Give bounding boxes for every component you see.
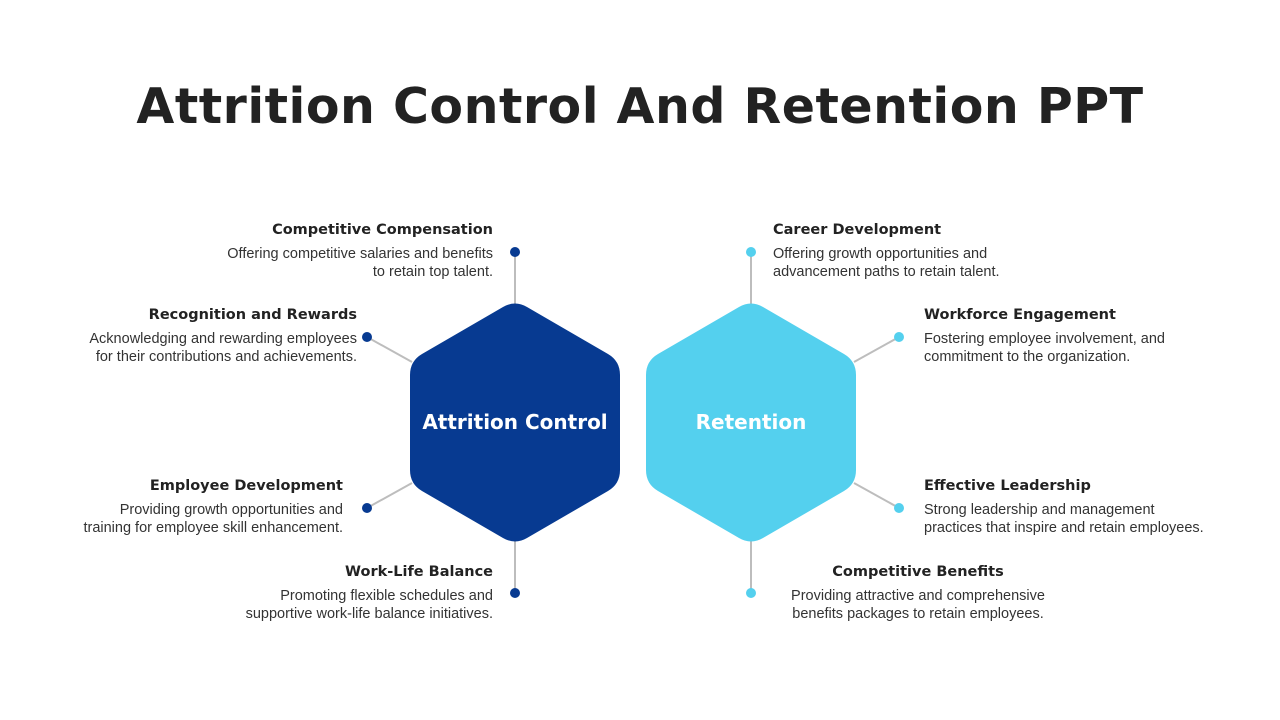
dot-right-lower — [894, 503, 904, 513]
item-description-line-1: Offering competitive salaries and benefi… — [227, 246, 493, 262]
hexagon-label-attrition-control: Attrition Control — [422, 410, 607, 434]
slide-title: Attrition Control And Retention PPT — [136, 78, 1144, 135]
hexagon-attrition-control — [410, 303, 620, 542]
item-description-line-1: Fostering employee involvement, and — [924, 331, 1165, 347]
dot-right-bottom — [746, 588, 756, 598]
item-description-line-2: practices that inspire and retain employ… — [924, 520, 1204, 536]
item-description-line-2: for their contributions and achievements… — [95, 349, 357, 365]
connector-lines — [366, 252, 900, 593]
hexagon-label-retention: Retention — [696, 410, 807, 434]
connector-left-lower — [366, 482, 413, 509]
item-heading: Career Development — [773, 222, 942, 238]
item-description-line-1: Acknowledging and rewarding employees — [89, 331, 357, 347]
item-heading: Employee Development — [149, 478, 343, 494]
item-description-line-2: commitment to the organization. — [924, 349, 1131, 365]
item-competitive-benefits: Competitive Benefits Providing attractiv… — [728, 564, 1108, 623]
dot-right-upper — [894, 332, 904, 342]
connector-right-upper — [853, 336, 900, 363]
item-description-line-2: to retain top talent. — [372, 264, 493, 280]
item-description-line-2: training for employee skill enhancement. — [83, 520, 343, 536]
item-work-life-balance: Work-Life Balance Promoting flexible sch… — [113, 564, 493, 623]
item-workforce-engagement: Workforce Engagement Fostering employee … — [924, 307, 1264, 366]
dot-left-top — [510, 247, 520, 257]
item-heading: Workforce Engagement — [924, 307, 1116, 323]
item-description-line-1: Promoting flexible schedules and — [280, 588, 493, 604]
item-description-line-2: advancement paths to retain talent. — [773, 264, 1000, 280]
item-description-line-2: supportive work-life balance initiatives… — [245, 606, 493, 622]
dot-right-top — [746, 247, 756, 257]
connector-left-upper — [366, 336, 413, 363]
item-heading: Work-Life Balance — [345, 564, 493, 580]
item-heading: Competitive Compensation — [272, 222, 493, 238]
item-employee-development: Employee Development Providing growth op… — [0, 478, 343, 537]
dot-left-upper — [362, 332, 372, 342]
item-competitive-compensation: Competitive Compensation Offering compet… — [113, 222, 493, 281]
dot-left-lower — [362, 503, 372, 513]
item-heading: Effective Leadership — [924, 478, 1091, 494]
item-heading: Competitive Benefits — [832, 564, 1004, 580]
item-description-line-2: benefits packages to retain employees. — [792, 606, 1044, 622]
hexagon-retention — [646, 303, 856, 542]
connector-right-lower — [853, 482, 900, 509]
dot-left-bottom — [510, 588, 520, 598]
item-description-line-1: Providing attractive and comprehensive — [791, 588, 1045, 604]
item-career-development: Career Development Offering growth oppor… — [773, 222, 1153, 281]
item-effective-leadership: Effective Leadership Strong leadership a… — [924, 478, 1274, 537]
item-description-line-1: Strong leadership and management — [924, 502, 1155, 518]
item-description-line-1: Offering growth opportunities and — [773, 246, 988, 262]
connector-dots — [362, 247, 904, 598]
item-recognition-and-rewards: Recognition and Rewards Acknowledging an… — [0, 307, 357, 366]
item-description-line-1: Providing growth opportunities and — [119, 502, 343, 518]
item-heading: Recognition and Rewards — [148, 307, 357, 323]
